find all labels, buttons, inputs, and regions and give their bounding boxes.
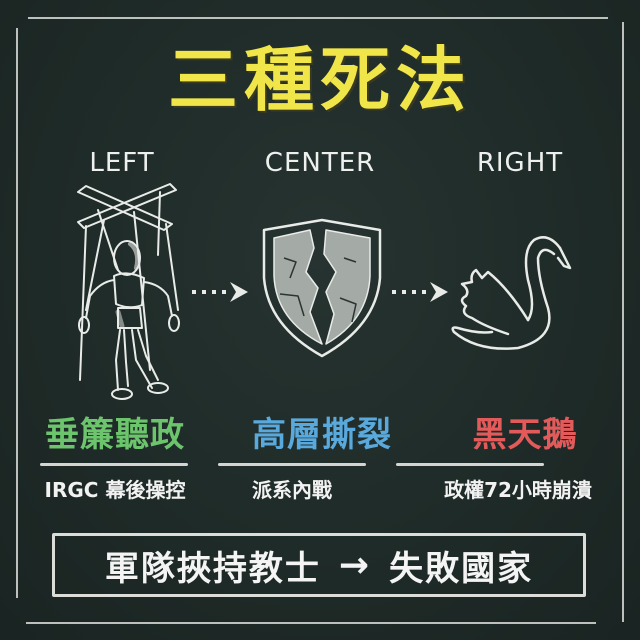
summary-result-text: 失敗國家 xyxy=(389,548,534,589)
separator-right xyxy=(396,463,544,466)
subtitle-center: 派系內戰 xyxy=(252,478,332,502)
column-label-left: LEFT xyxy=(89,148,155,178)
summary-cause-text: 軍隊挾持教士 xyxy=(104,548,321,589)
frame-right-line xyxy=(622,22,624,622)
column-label-center: CENTER xyxy=(264,148,376,178)
frame-bottom-line xyxy=(26,622,596,624)
heading-right: 黑天鵝 xyxy=(472,415,578,455)
dotted-arrow-icon xyxy=(392,282,448,302)
heading-center: 高層撕裂 xyxy=(252,415,392,455)
heading-left: 垂簾聽政 xyxy=(45,415,185,455)
subtitle-left: IRGC 幕後操控 xyxy=(44,478,186,502)
column-label-right: RIGHT xyxy=(476,148,564,178)
frame-top-line xyxy=(28,17,608,19)
frame-left-line xyxy=(16,28,18,598)
page-title: 三種死法 xyxy=(168,39,472,121)
black-swan-icon xyxy=(451,236,572,350)
arrow-right-icon: → xyxy=(338,544,372,586)
dotted-arrow-icon xyxy=(192,282,248,302)
cracked-shield-icon xyxy=(262,218,382,358)
separator-center xyxy=(218,463,366,466)
separator-left xyxy=(40,463,188,466)
subtitle-right: 政權72小時崩潰 xyxy=(444,478,592,502)
summary-box: 軍隊挾持教士 → 失敗國家 xyxy=(52,533,586,597)
puppet-on-strings-icon xyxy=(77,183,180,400)
